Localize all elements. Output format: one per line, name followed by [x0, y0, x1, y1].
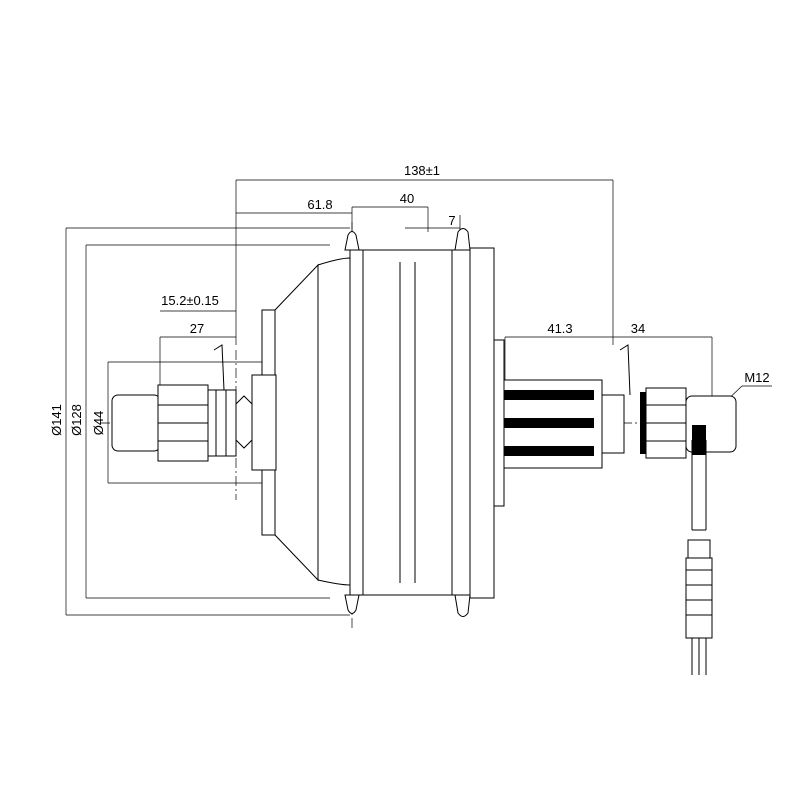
- flange-bottom-left: [344, 594, 360, 614]
- label-right-axle-tail: 34: [631, 321, 645, 336]
- label-thread: M12: [744, 370, 769, 385]
- cable-exit-block: [692, 425, 706, 455]
- thread-band-2: [504, 418, 594, 428]
- left-axle-assembly: [111, 344, 277, 471]
- label-left-axle-step: 15.2±0.15: [161, 293, 219, 308]
- hub-motor-drawing: [261, 228, 505, 617]
- right-torque-arm: [619, 344, 631, 396]
- label-center-offset: 40: [400, 191, 414, 206]
- cable-connector-icon: [685, 440, 713, 675]
- right-cover-boss: [493, 339, 505, 507]
- label-left-axle-length: 27: [190, 321, 204, 336]
- left-bearing-boss: [251, 374, 277, 471]
- label-diameter-axle: Ø44: [91, 411, 106, 436]
- flange-bottom-right: [454, 594, 471, 617]
- right-side-cover: [469, 247, 495, 599]
- dimension-lines: [65, 179, 772, 616]
- connector-collar: [687, 539, 711, 559]
- left-side-cover: [274, 263, 319, 582]
- housing-left-curve: [317, 257, 351, 586]
- flange-top-left: [344, 231, 360, 251]
- label-diameter-outer: Ø141: [49, 404, 64, 436]
- thread-band-1: [504, 390, 594, 400]
- label-diameter-rim: Ø128: [69, 404, 84, 436]
- flange-top-right: [454, 228, 471, 251]
- left-hex-nut: [235, 395, 253, 449]
- left-washer-stack: [207, 389, 237, 457]
- left-axle-end: [111, 394, 161, 452]
- thread-band-3: [504, 446, 594, 456]
- label-right-axle-length: 41.3: [547, 321, 572, 336]
- right-axle-assembly: [503, 344, 737, 469]
- connector-body: [685, 557, 713, 639]
- left-torque-arm: [213, 344, 225, 391]
- label-rim-offset: 7: [448, 213, 455, 228]
- label-overall-width: 138±1: [404, 163, 440, 178]
- dimension-labels: 138±1 61.8 40 7 15.2±0.15 27 41.3 34 M12…: [49, 163, 770, 436]
- right-washer: [601, 394, 625, 454]
- motor-housing: [349, 249, 471, 596]
- right-lock-washer: [640, 392, 646, 454]
- label-flange-offset: 61.8: [307, 197, 332, 212]
